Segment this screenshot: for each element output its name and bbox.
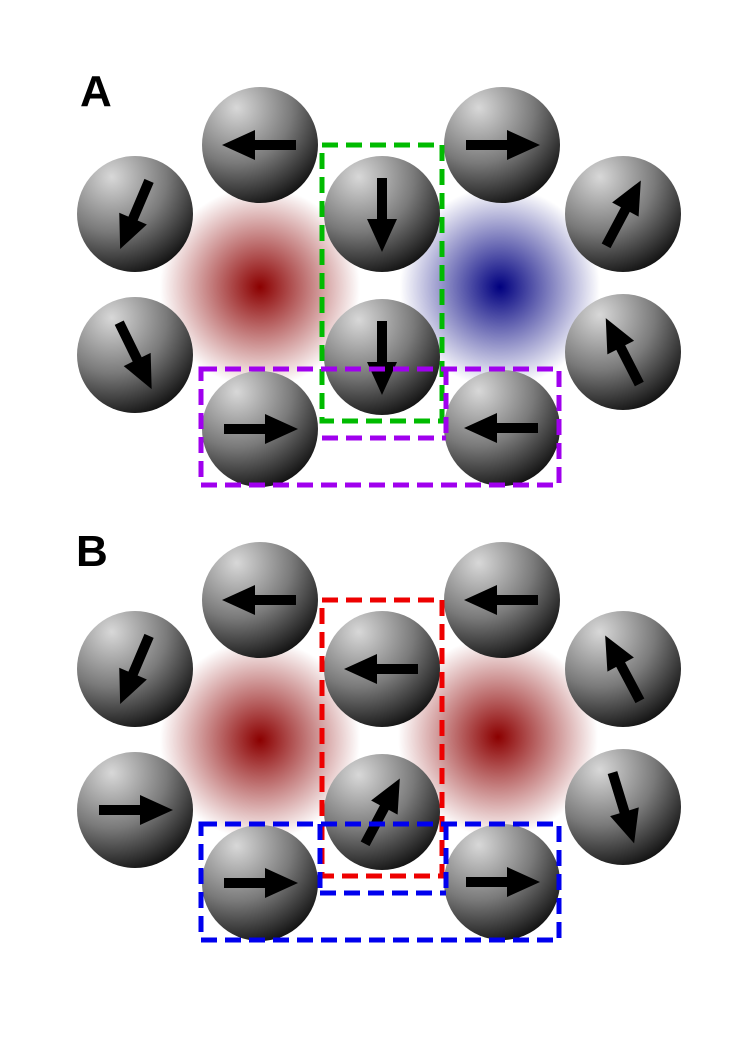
spin-site (444, 370, 560, 486)
bond-boxes (198, 142, 562, 488)
spin-arrow-icon (344, 654, 418, 684)
spin-site (324, 754, 440, 870)
spin-arrow-icon (607, 771, 639, 844)
bond-boxes (198, 597, 562, 943)
spin-arrow-icon (119, 633, 154, 704)
spin-arrow-icon (114, 320, 152, 390)
vertical-bond-box (319, 142, 445, 424)
spin-arrow-icon (99, 795, 173, 825)
horizontal-bond-box (198, 821, 562, 943)
spin-site (324, 611, 440, 727)
spin-site (202, 542, 318, 658)
spin-arrow-icon (605, 635, 645, 704)
spin-site (565, 749, 681, 865)
glow-layer (160, 187, 600, 387)
spin-arrow-icon (360, 778, 400, 847)
spin-site (565, 156, 681, 272)
spin-arrow-icon (464, 413, 538, 443)
spin-site (324, 156, 440, 272)
spin-arrow-icon (601, 180, 641, 249)
spin-arrow-icon (466, 130, 540, 160)
spin-site (444, 542, 560, 658)
charge-glow-red (160, 187, 360, 387)
vertical-bond-box (319, 597, 445, 879)
spin-arrow-icon (119, 178, 154, 249)
spin-arrow-icon (367, 321, 397, 395)
spin-arrow-icon (367, 178, 397, 252)
spin-site (77, 156, 193, 272)
spin-site (565, 611, 681, 727)
panel-b: B (76, 527, 681, 943)
spin-site (202, 371, 318, 487)
glow-layer (160, 637, 598, 840)
spin-arrow-icon (224, 414, 298, 444)
spin-arrow-icon (464, 585, 538, 615)
spin-arrow-icon (222, 130, 296, 160)
spin-arrow-icon (466, 867, 540, 897)
spin-site (77, 611, 193, 727)
spin-site (77, 297, 193, 413)
spin-arrow-icon (222, 585, 296, 615)
spin-sites (77, 542, 681, 941)
panel-label: A (80, 67, 112, 116)
spin-arrow-icon (605, 318, 644, 387)
spin-arrow-icon (224, 868, 298, 898)
spin-site (202, 825, 318, 941)
spin-sites (77, 87, 681, 487)
spin-site (444, 824, 560, 940)
charge-glow-red (398, 637, 598, 837)
charge-glow-blue (400, 187, 600, 387)
horizontal-bond-box (198, 366, 562, 488)
spin-site (444, 87, 560, 203)
panel-label: B (76, 527, 108, 576)
spin-site (324, 299, 440, 415)
panel-a: A (77, 67, 681, 488)
spin-site (202, 87, 318, 203)
charge-glow-red (160, 640, 360, 840)
spin-site (565, 294, 681, 410)
spin-site (77, 752, 193, 868)
